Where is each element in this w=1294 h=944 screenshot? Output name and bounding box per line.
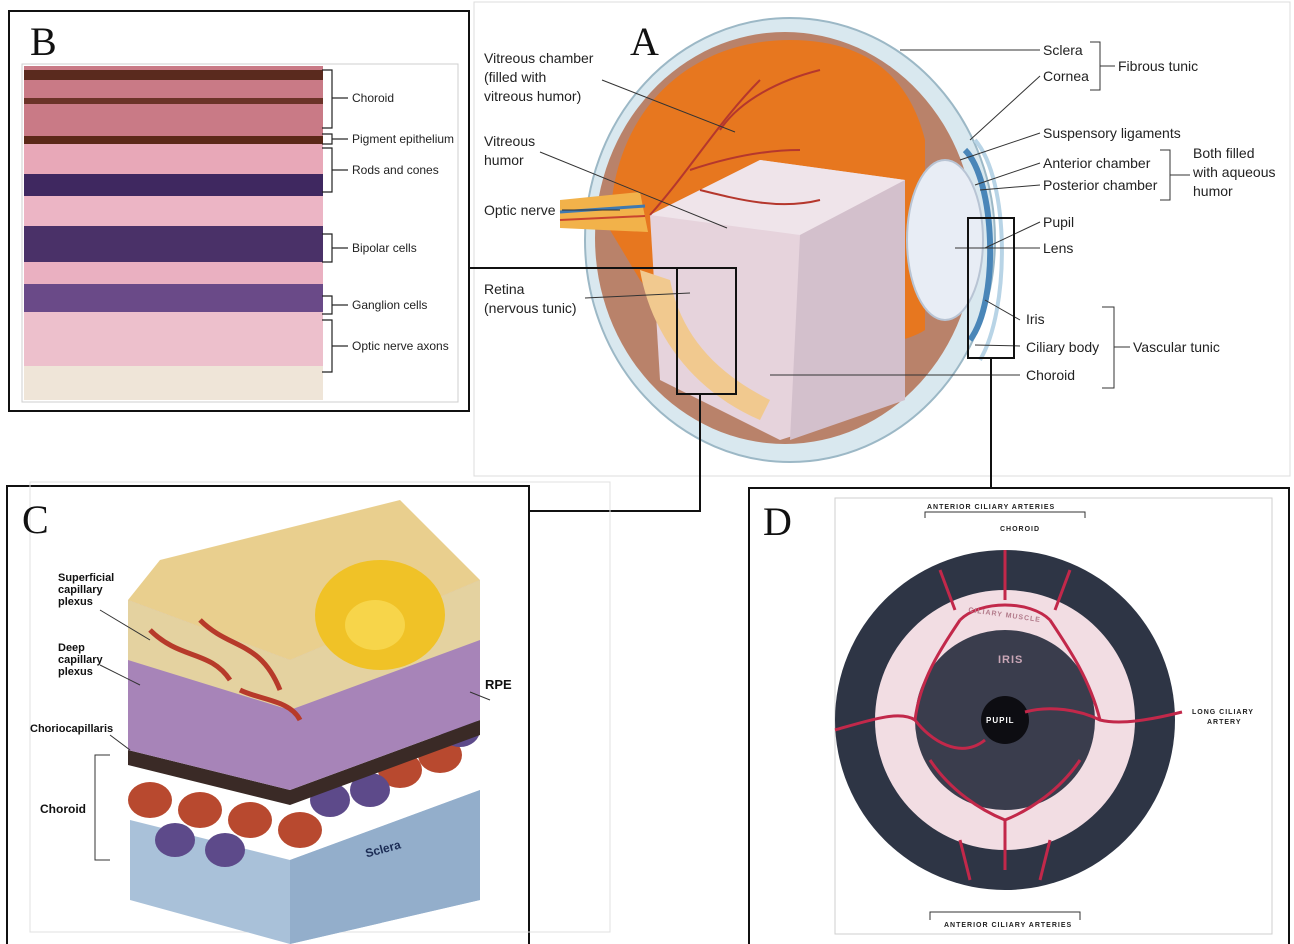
label-d-pupil: PUPIL xyxy=(986,716,1015,725)
label-d-anterior-bottom: ANTERIOR CILIARY ARTERIES xyxy=(944,922,1072,929)
label-d-choroid: CHOROID xyxy=(1000,526,1040,533)
label-d-iris: IRIS xyxy=(998,654,1023,666)
label-d-long-ciliary-2: ARTERY xyxy=(1207,719,1242,726)
panel-letter-d: D xyxy=(763,502,792,542)
label-d-long-ciliary-1: LONG CILIARY xyxy=(1192,709,1254,716)
label-d-anterior-top: ANTERIOR CILIARY ARTERIES xyxy=(927,504,1055,511)
